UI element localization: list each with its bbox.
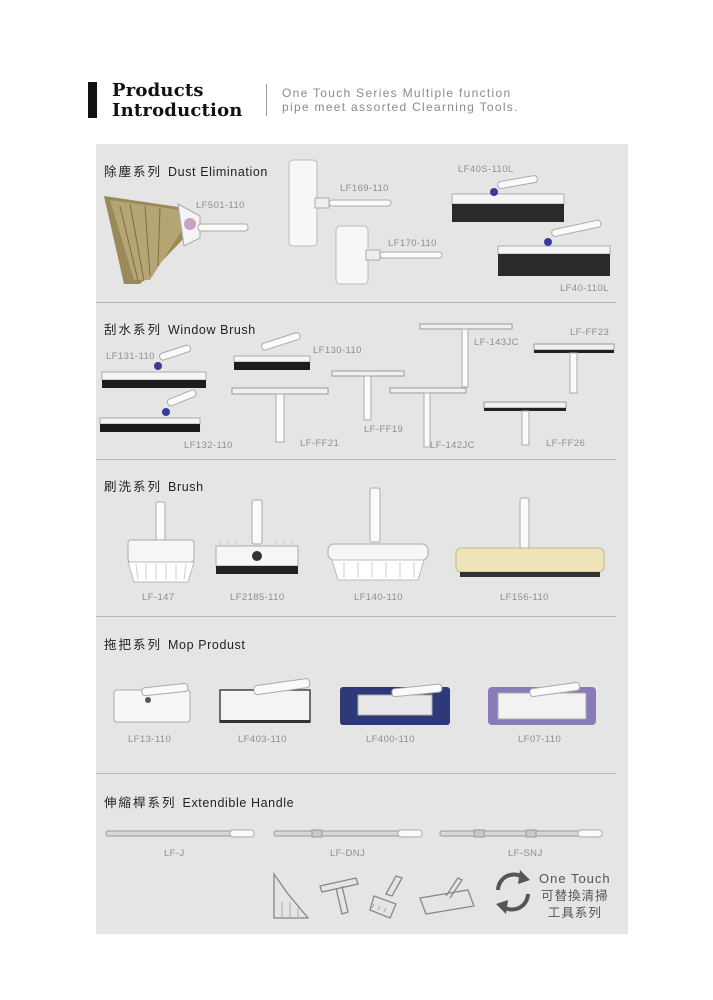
label-ff26: LF-FF26 <box>546 438 586 449</box>
label-lfsnj: LF-SNJ <box>508 848 543 859</box>
brush-lf40-image <box>497 219 611 276</box>
label-lf40s: LF40S-110L <box>458 164 514 175</box>
section-title-brush: 刷洗系列 Brush <box>104 476 204 495</box>
squeegee-lf132-image <box>99 389 201 432</box>
label-lf169: LF169-110 <box>340 183 389 194</box>
section-divider <box>96 459 616 460</box>
section-title-brush-zh: 刷洗系列 <box>104 479 163 494</box>
brush-lf140-image <box>327 487 429 581</box>
label-142jc: LF-142JC <box>430 440 475 451</box>
mop-outline-icon <box>419 877 475 915</box>
brand-block: One Touch 可替換清掃 工具系列 <box>539 870 611 921</box>
squeegee-outline-icon <box>319 877 359 915</box>
section-title-mop-zh: 拖把系列 <box>104 637 163 652</box>
brand-en: One Touch <box>539 871 611 886</box>
section-title-handle-en: Extendible Handle <box>182 796 295 810</box>
section-divider <box>96 616 616 617</box>
label-lf07: LF07-110 <box>518 734 562 745</box>
section-title-dust-zh: 除塵系列 <box>104 164 163 179</box>
subtitle-line2: pipe meet assorted Clearning Tools. <box>282 100 519 114</box>
label-lf2185: LF2185-110 <box>230 592 285 603</box>
squeegee-142jc-image <box>389 387 467 448</box>
label-lf140: LF140-110 <box>354 592 403 603</box>
section-title-window-en: Window Brush <box>168 323 256 337</box>
label-lf132: LF132-110 <box>184 440 233 451</box>
subtitle-line1: One Touch Series Multiple function <box>282 86 512 100</box>
label-ff19: LF-FF19 <box>364 424 404 435</box>
squeegee-lf130-image <box>233 332 311 370</box>
section-title-handle: 伸縮桿系列 Extendible Handle <box>104 792 294 811</box>
section-title-handle-zh: 伸縮桿系列 <box>104 795 177 810</box>
section-title-brush-en: Brush <box>168 480 204 494</box>
section-title-window-zh: 刮水系列 <box>104 322 163 337</box>
label-ff21: LF-FF21 <box>300 438 340 449</box>
sponge-lf156-image <box>455 497 605 577</box>
label-lf131: LF131-110 <box>106 351 155 362</box>
label-lf170: LF170-110 <box>388 238 437 249</box>
broom-outline-icon <box>273 871 310 919</box>
title-accent-bar <box>88 82 97 118</box>
label-lf403: LF403-110 <box>238 734 287 745</box>
duster-lf170-image <box>335 225 443 285</box>
brush-lf40s-image <box>451 175 565 222</box>
section-divider <box>96 302 616 303</box>
title-divider <box>266 84 267 116</box>
section-divider <box>96 773 616 774</box>
label-ff23: LF-FF23 <box>570 327 610 338</box>
mop-lf13-image <box>113 683 191 723</box>
brush-outline-icon <box>369 875 403 919</box>
squeegee-ff23-image <box>533 343 615 394</box>
brush-lf2185-image <box>215 499 299 574</box>
label-lf147: LF-147 <box>142 592 175 603</box>
handle-lfsnj-image <box>439 829 603 838</box>
squeegee-ff19-image <box>331 370 405 421</box>
label-lf501: LF501-110 <box>196 200 245 211</box>
squeegee-lf131-image <box>101 344 207 388</box>
label-lf400: LF400-110 <box>366 734 415 745</box>
label-lf130: LF130-110 <box>313 345 362 356</box>
label-lf156: LF156-110 <box>500 592 549 603</box>
handle-lfdnj-image <box>273 829 423 838</box>
label-lfj: LF-J <box>164 848 185 859</box>
squeegee-ff21-image <box>231 387 329 443</box>
mop-lf07-image <box>488 681 596 725</box>
page-title-line2: Introduction <box>112 100 243 121</box>
label-143jc: LF-143JC <box>474 337 519 348</box>
mop-lf400-image <box>340 683 450 725</box>
section-title-mop: 拖把系列 Mop Produst <box>104 634 245 653</box>
duster-lf169-image <box>288 159 392 247</box>
section-title-window: 刮水系列 Window Brush <box>104 319 256 338</box>
label-lf40: LF40-110L <box>560 283 609 294</box>
squeegee-143jc-image <box>419 323 513 388</box>
section-title-dust-en: Dust Elimination <box>168 165 268 179</box>
handle-lfj-image <box>105 829 255 838</box>
mop-lf403-image <box>219 678 311 723</box>
brand-zh-line2: 工具系列 <box>547 905 602 920</box>
brand-zh-line1: 可替換清掃 <box>541 888 609 903</box>
page-title-line1: Products <box>112 80 204 101</box>
broom-lf501-image <box>104 196 249 284</box>
label-lfdnj: LF-DNJ <box>330 848 366 859</box>
refresh-arrows-icon <box>496 870 530 914</box>
section-title-mop-en: Mop Produst <box>168 638 246 652</box>
squeegee-ff26-image <box>483 401 567 446</box>
label-lf13: LF13-110 <box>128 734 172 745</box>
section-title-dust: 除塵系列 Dust Elimination <box>104 161 268 180</box>
brush-lf147-image <box>127 501 195 583</box>
